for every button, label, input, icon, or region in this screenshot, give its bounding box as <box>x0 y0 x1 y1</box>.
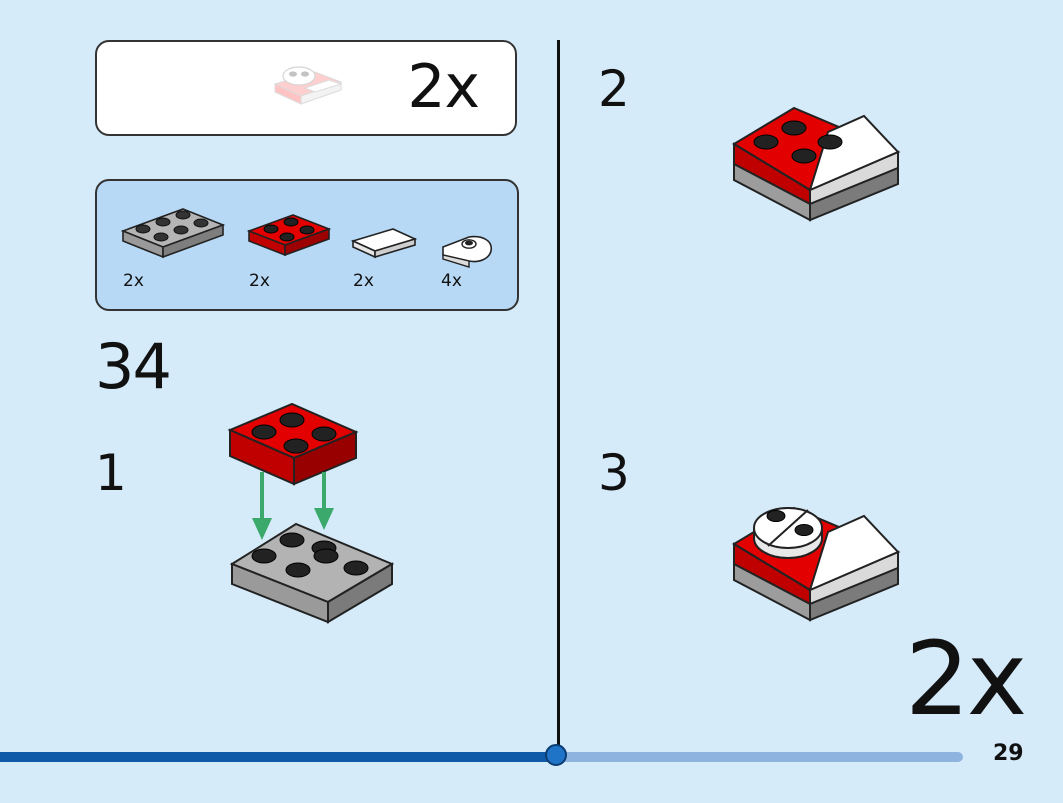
part-count-red-plate: 2x <box>249 271 270 291</box>
submodel-multiplier: 2x <box>407 52 480 122</box>
column-divider <box>557 40 560 756</box>
substep-number-2: 2 <box>598 60 630 118</box>
white-round-plate-half-icon <box>442 235 493 268</box>
progress-bar-remaining <box>557 752 963 762</box>
step-3-illustration <box>732 506 901 622</box>
white-tile-1x2-icon <box>350 228 418 259</box>
red-white-plate-assembly-icon <box>273 66 343 105</box>
arrow-down-icon <box>252 472 334 540</box>
submodel-callout: 2x <box>95 40 517 136</box>
progress-knob <box>545 744 567 766</box>
step-number-main: 34 <box>95 330 172 403</box>
part-count-white-tile: 2x <box>353 271 374 291</box>
red-plate-2x2-icon <box>246 214 332 257</box>
final-multiplier: 2x <box>905 620 1027 739</box>
part-count-gray-plate: 2x <box>123 271 144 291</box>
page-number: 29 <box>993 741 1024 766</box>
part-count-round-plate: 4x <box>441 271 462 291</box>
step-1-illustration <box>227 402 395 624</box>
substep-number-1: 1 <box>95 444 127 502</box>
parts-list: 2x 2x 2x 4x <box>95 179 519 311</box>
progress-bar-done <box>0 752 557 762</box>
gray-plate-2x3-icon <box>120 208 226 259</box>
step-2-illustration <box>732 106 901 222</box>
substep-number-3: 3 <box>598 444 630 502</box>
